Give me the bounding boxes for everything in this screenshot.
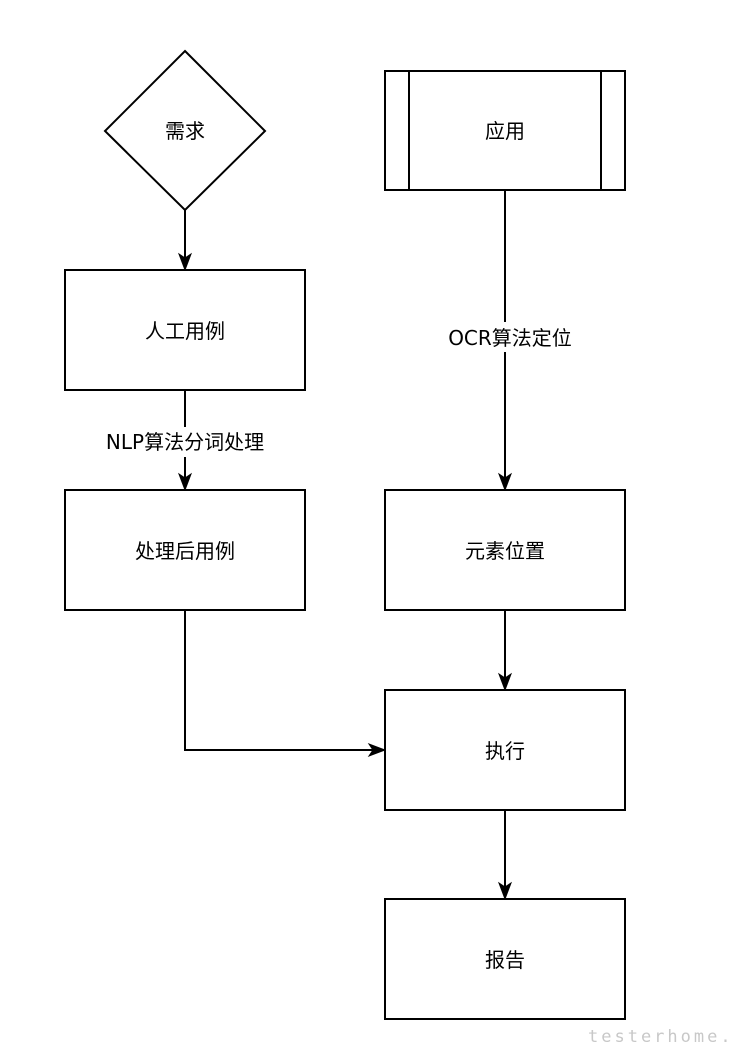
edge-execute-to-report [497, 810, 513, 901]
node-application: 应用 [384, 70, 626, 191]
watermark: testerhome.com [588, 1027, 734, 1047]
edge-label-nlp: NLP算法分词处理 [92, 427, 278, 457]
execute-label: 执行 [485, 739, 525, 763]
decision-diamond [103, 49, 267, 212]
report-label: 报告 [485, 948, 525, 972]
application-label: 应用 [485, 119, 525, 143]
nlp-label-text: NLP算法分词处理 [106, 430, 264, 454]
edge-requirement-to-manual-cases [177, 210, 193, 272]
element-position-label: 元素位置 [465, 539, 545, 563]
node-report: 报告 [384, 898, 626, 1020]
edge-element-position-to-execute [497, 610, 513, 692]
node-manual-cases: 人工用例 [64, 269, 306, 391]
process-box [64, 269, 306, 391]
node-element-position: 元素位置 [384, 489, 626, 611]
process-box [384, 689, 626, 811]
process-box [64, 489, 306, 611]
edge-label-ocr: OCR算法定位 [432, 322, 578, 352]
predefined-process-box [384, 70, 626, 191]
ocr-label-text: OCR算法定位 [448, 326, 572, 350]
process-box [384, 489, 626, 611]
process-box [384, 898, 626, 1020]
processed-cases-label: 处理后用例 [135, 539, 235, 563]
node-execute: 执行 [384, 689, 626, 811]
node-processed-cases: 处理后用例 [64, 489, 306, 611]
manual-cases-label: 人工用例 [145, 319, 225, 343]
node-requirement: 需求 [103, 49, 267, 212]
requirement-label: 需求 [165, 119, 205, 143]
edge-processed-cases-to-execute [184, 610, 387, 758]
